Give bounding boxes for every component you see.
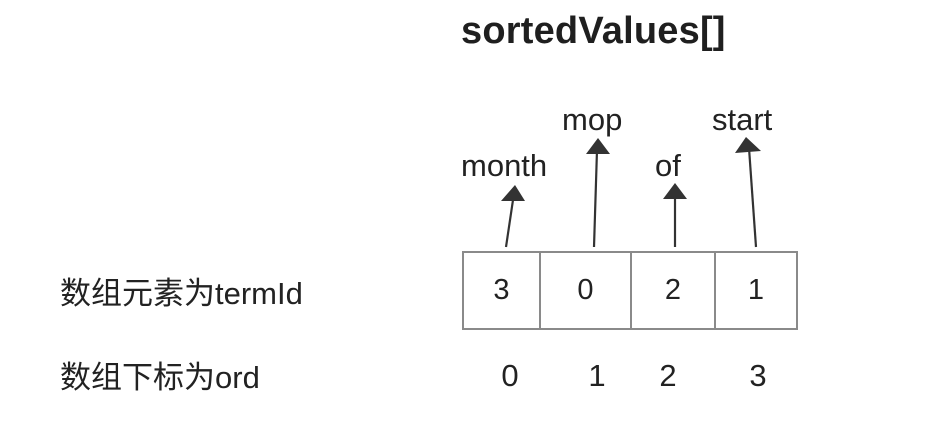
ord-index: 3 [749, 358, 767, 393]
term-label-start: start [712, 102, 773, 137]
array-title: sortedValues[] [461, 10, 726, 52]
array-cell: 2 [632, 253, 716, 328]
ord-index: 1 [588, 358, 606, 393]
arrow-start [747, 147, 758, 248]
arrowhead-start [735, 137, 761, 153]
arrowhead-of [663, 183, 687, 199]
array-cell: 3 [464, 253, 541, 328]
arrowhead-month [501, 185, 525, 201]
index-row-label: 数组下标为ord [60, 360, 260, 395]
arrow-mop [592, 149, 599, 248]
arrow-month [504, 199, 515, 248]
array-cell: 0 [541, 253, 632, 328]
element-row-label: 数组元素为termId [60, 276, 303, 311]
term-label-mop: mop [562, 102, 623, 137]
arrowhead-mop [586, 138, 610, 154]
term-label-of: of [655, 148, 681, 183]
ord-index: 2 [659, 358, 677, 393]
term-label-month: month [461, 148, 548, 183]
sorted-values-array: 3 0 2 1 [462, 251, 798, 330]
ord-index: 0 [501, 358, 519, 393]
array-cell: 1 [747, 274, 765, 306]
